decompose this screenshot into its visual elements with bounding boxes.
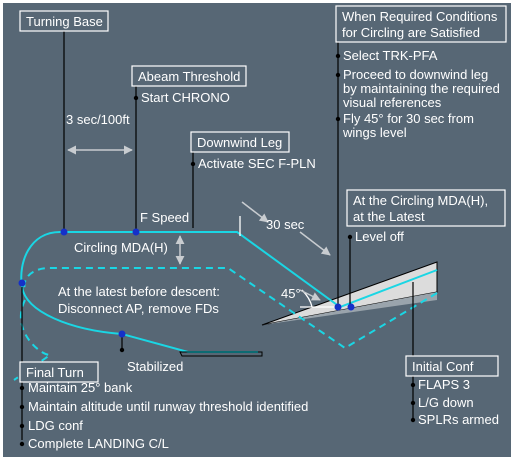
label-final-turn: Final Turn (26, 365, 84, 380)
item-splrs: SPLRs armed (418, 412, 499, 427)
label-downwind-leg: Downwind Leg (197, 135, 282, 150)
waypoint-circling (334, 303, 342, 311)
bullet-dot (410, 400, 416, 406)
label-circling-mda-2: at the Latest (353, 209, 425, 224)
waypoint-mda (347, 303, 355, 311)
arrow-30sec-b (299, 231, 331, 256)
arrow-45 (299, 289, 321, 301)
item-maintain-alt: Maintain altitude until runway threshold… (28, 399, 308, 414)
label-circling-conditions-1: When Required Conditions (342, 9, 498, 24)
label-initial-conf: Initial Conf (412, 359, 474, 374)
item-proceed-3: visual references (343, 95, 442, 110)
bullet-dot (410, 417, 416, 423)
box-turning-base (19, 10, 109, 32)
bullet-dot (335, 72, 341, 78)
bullet-dot (119, 347, 125, 353)
item-proceed-1: Proceed to downwind leg (343, 67, 488, 82)
label-descent-note-1: At the latest before descent: (58, 284, 220, 299)
bullet-dot (19, 423, 25, 429)
waypoint-turning-base (60, 228, 68, 236)
box-abeam-threshold (131, 65, 247, 87)
bullet-dot (19, 385, 25, 391)
item-start-chrono: Start CHRONO (141, 90, 230, 105)
label-30sec: 30 sec (266, 217, 305, 232)
item-maintain-bank: Maintain 25° bank (28, 380, 133, 395)
item-flaps: FLAPS 3 (418, 377, 470, 392)
label-descent-note-2: Disconnect AP, remove FDs (58, 301, 219, 316)
bullet-dot (19, 441, 25, 447)
label-3sec: 3 sec/100ft (66, 112, 130, 127)
item-fly45-2: wings level (342, 125, 407, 140)
label-abeam-threshold: Abeam Threshold (138, 69, 240, 84)
dashed-track (23, 267, 438, 350)
label-circling-mda-1: At the Circling MDA(H), (353, 193, 488, 208)
label-stabilized: Stabilized (127, 359, 183, 374)
box-circling-conditions (335, 5, 507, 43)
waypoint-stabilized (118, 330, 126, 338)
item-ldg-conf: LDG conf (28, 418, 83, 433)
box-circling-mda (346, 189, 506, 227)
item-fly45-1: Fly 45° for 30 sec from (343, 111, 474, 126)
item-activate-sec: Activate SEC F-PLN (198, 156, 316, 171)
bullet-dot (133, 95, 139, 101)
bullet-dot (190, 161, 196, 167)
item-select-trk: Select TRK-PFA (343, 48, 438, 63)
item-lg-down: L/G down (418, 395, 474, 410)
label-f-speed: F Speed (140, 210, 189, 225)
runway-outline (179, 351, 263, 357)
label-turning-base: Turning Base (26, 14, 103, 29)
item-level-off: Level off (355, 229, 404, 244)
bullet-dot (335, 116, 341, 122)
box-initial-conf (405, 355, 499, 377)
label-circling-mda: Circling MDA(H) (74, 240, 168, 255)
item-proceed-2: by maintaining the required (343, 81, 500, 96)
waypoint-abeam (132, 228, 140, 236)
bullet-dot (410, 382, 416, 388)
label-45: 45° (281, 286, 301, 301)
waypoint-final-turn (18, 279, 26, 287)
box-downwind-leg (190, 131, 290, 153)
box-final-turn (19, 361, 99, 383)
bullet-dot (19, 404, 25, 410)
label-circling-conditions-2: for Circling are Satisfied (342, 25, 480, 40)
item-complete-landing: Complete LANDING C/L (28, 436, 169, 451)
bullet-dot (347, 234, 353, 240)
arrow-30sec-a (241, 201, 269, 223)
bullet-dot (335, 53, 341, 59)
